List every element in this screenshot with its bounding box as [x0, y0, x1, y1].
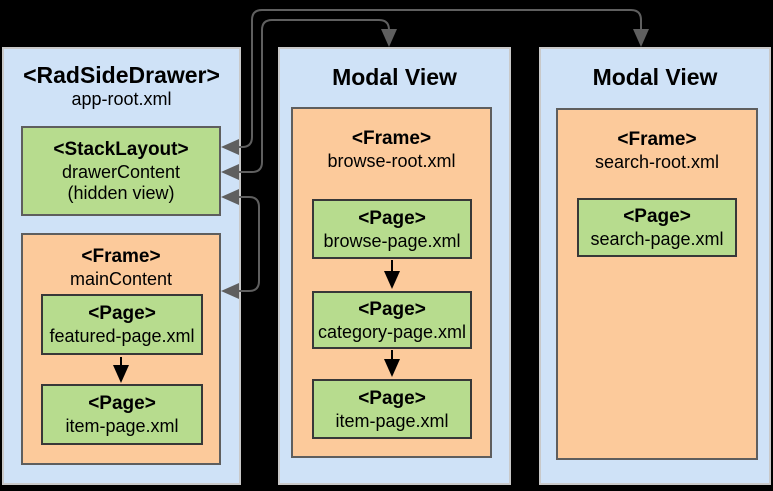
stacklayout-drawer-content-box: <StackLayout> drawerContent (hidden view… — [21, 126, 221, 216]
frame-subtitle: mainContent — [69, 269, 173, 289]
page-box-category: <Page> category-page.xml — [312, 291, 472, 349]
page-box-item: <Page> item-page.xml — [312, 379, 472, 439]
page-subtitle: browse-page.xml — [323, 230, 461, 251]
frame-title: <Frame> — [351, 128, 432, 149]
frame-title: <Frame> — [81, 246, 161, 267]
search-root-frame-box: <Frame> search-root.xml <Page> search-pa… — [556, 108, 758, 460]
page-subtitle: search-page.xml — [590, 229, 724, 249]
box-title: <StackLayout> — [53, 139, 189, 160]
page-title: <Page> — [88, 303, 156, 324]
panel-browse-modal: Modal View <Frame> browse-root.xml <Page… — [278, 47, 511, 485]
panel-radsidedrawer: <RadSideDrawer> app-root.xml <StackLayou… — [2, 47, 241, 485]
frame-subtitle: search-root.xml — [594, 152, 720, 172]
main-content-frame-box: <Frame> mainContent <Page> featured-page… — [21, 233, 221, 465]
frame-title: <Frame> — [617, 129, 697, 150]
page-box-search: <Page> search-page.xml — [577, 198, 737, 257]
page-box-browse: <Page> browse-page.xml — [312, 199, 472, 259]
page-subtitle: featured-page.xml — [49, 326, 195, 346]
browse-root-frame-box: <Frame> browse-root.xml <Page> browse-pa… — [291, 107, 492, 458]
page-title: <Page> — [623, 206, 691, 227]
page-title: <Page> — [88, 393, 156, 414]
panel-subtitle: app-root.xml — [71, 89, 172, 109]
page-subtitle: item-page.xml — [65, 416, 179, 436]
box-subtitle: drawerContent — [61, 162, 181, 182]
box-note: (hidden view) — [67, 183, 175, 203]
page-title: <Page> — [358, 387, 426, 409]
panel-search-modal: Modal View <Frame> search-root.xml <Page… — [539, 47, 771, 485]
frame-subtitle: browse-root.xml — [327, 151, 456, 171]
page-title: <Page> — [358, 207, 426, 229]
page-subtitle: category-page.xml — [317, 321, 467, 342]
panel-title: Modal View — [592, 64, 718, 90]
page-box-item: <Page> item-page.xml — [41, 384, 203, 445]
panel-title: <RadSideDrawer> — [23, 62, 220, 88]
page-box-featured: <Page> featured-page.xml — [41, 294, 203, 355]
panel-title: Modal View — [332, 64, 457, 90]
page-subtitle: item-page.xml — [335, 410, 449, 431]
page-title: <Page> — [358, 298, 426, 320]
